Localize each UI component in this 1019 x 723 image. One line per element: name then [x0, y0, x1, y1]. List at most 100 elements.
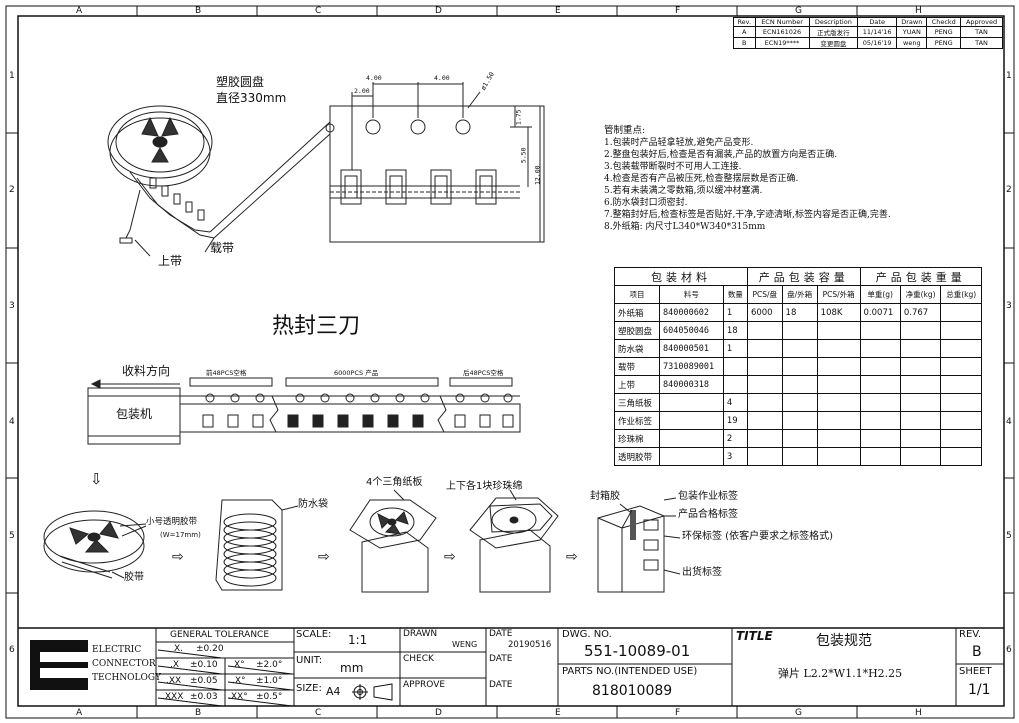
- size-label: SIZE:: [296, 683, 322, 694]
- group-header-weight: 产品包装重量: [859, 267, 983, 286]
- rev-label: REV.: [959, 629, 981, 640]
- reel-label-diameter: 直径330mm: [216, 91, 287, 105]
- table-cell: 变更圆盘: [808, 37, 859, 49]
- col-marker-g-bottom: G: [795, 708, 802, 718]
- seal-tape-label: 封箱胶: [590, 491, 620, 502]
- table-cell: [940, 321, 982, 340]
- table-header-row: 项目 料号 数量 PCS/盘 盘/外箱 PCS/外箱 单重(g) 净重(kg) …: [614, 285, 982, 304]
- table-cell: 1: [722, 303, 748, 322]
- table-cell: 0.767: [899, 303, 942, 322]
- table-cell: 6000: [746, 303, 783, 322]
- table-cell: [781, 375, 818, 394]
- table-cell: [899, 321, 942, 340]
- table-row: 载带 7310089001: [614, 357, 982, 376]
- drawn-label: DRAWN: [403, 629, 438, 639]
- list-item: 2.整盘包装好后,检查是否有漏装,产品的放置方向是否正确.: [604, 149, 838, 160]
- table-cell: [899, 375, 942, 394]
- col-marker-d-bottom: D: [435, 708, 442, 718]
- group-header-capacity: 产品包装容量: [746, 267, 861, 286]
- table-cell: [658, 429, 724, 448]
- col-marker-f: F: [675, 6, 681, 16]
- drawn-header: Drawn: [896, 17, 928, 27]
- table-cell: TAN: [960, 26, 1003, 38]
- table-cell: PENG: [926, 37, 962, 49]
- tol-x1-value: ±0.10: [190, 660, 218, 670]
- group-header-materials: 包装材料: [614, 267, 748, 286]
- waterproof-bag-label: 防水袋: [298, 499, 328, 510]
- table-cell: [781, 321, 818, 340]
- table-cell: ECN161026: [754, 26, 810, 38]
- step-arrow-icon: ⇨: [172, 549, 184, 565]
- table-row: 珍珠棉 2: [614, 429, 982, 448]
- tol-x1-label: .X: [170, 660, 180, 670]
- col-marker-f-bottom: F: [675, 708, 681, 718]
- size-value: A4: [326, 685, 341, 698]
- tol-x-value: ±0.20: [196, 644, 224, 654]
- table-cell: 7310089001: [658, 357, 724, 376]
- table-cell: TAN: [960, 37, 1003, 49]
- table-cell: 防水袋: [614, 339, 660, 358]
- table-cell: [940, 447, 982, 466]
- dwg-no-label: DWG. NO.: [562, 629, 612, 640]
- rear-empty-label: 后48PCS空格: [463, 369, 504, 377]
- table-cell: [781, 393, 818, 412]
- list-item: 8.外纸箱: 内尺寸L340*W340*315mm: [604, 221, 766, 232]
- table-row: 防水袋 840000501 1: [614, 339, 982, 358]
- company-name-line-2: CONNECTOR: [92, 659, 156, 669]
- table-cell: ECN19****: [754, 37, 810, 49]
- column-header: PCS/外箱: [816, 285, 861, 304]
- row-marker-3: 3: [9, 301, 15, 311]
- row-marker-4: 4: [9, 417, 15, 427]
- table-cell: [746, 393, 783, 412]
- table-cell: [899, 447, 942, 466]
- col-marker-h: H: [915, 6, 922, 16]
- step-arrow-icon: ⇨: [318, 549, 330, 565]
- table-row: B ECN19**** 变更圆盘 05/16'19 weng PENG TAN: [733, 37, 1003, 49]
- date-label-approve: DATE: [489, 680, 513, 690]
- table-cell: 透明胶带: [614, 447, 660, 466]
- table-cell: [746, 375, 783, 394]
- table-cell: [899, 339, 942, 358]
- col-marker-e: E: [555, 6, 561, 16]
- table-cell: [899, 429, 942, 448]
- small-tape-width: (W=17mm): [160, 531, 201, 539]
- col-marker-h-bottom: H: [915, 708, 922, 718]
- ang-2-label: .X°: [232, 676, 246, 686]
- table-row: 外纸箱 840000602 1 6000 18 108K 0.0071 0.76…: [614, 303, 982, 322]
- table-cell: [859, 411, 901, 430]
- table-cell: 0.0071: [859, 303, 901, 322]
- table-cell: 2: [722, 429, 748, 448]
- title-label: TITLE: [736, 629, 773, 643]
- table-cell: 3: [722, 447, 748, 466]
- table-row: 塑胶圆盘 604050046 18: [614, 321, 982, 340]
- date-header: Date: [857, 17, 898, 27]
- table-cell: [746, 357, 783, 376]
- dim-center: 5.50: [519, 147, 528, 164]
- table-cell: [781, 357, 818, 376]
- table-cell: 05/16'19: [857, 37, 898, 49]
- date-label-check: DATE: [489, 654, 513, 664]
- table-cell: 108K: [816, 303, 861, 322]
- table-cell: 作业标签: [614, 411, 660, 430]
- rev-value: B: [972, 644, 982, 660]
- table-cell: 19: [722, 411, 748, 430]
- column-header: 总重(kg): [940, 285, 982, 304]
- table-cell: [746, 411, 783, 430]
- list-item: 5.若有未装满之零数箱,须以缓冲材塞满.: [604, 185, 763, 196]
- dwg-no-value: 551-10089-01: [584, 642, 691, 660]
- ang-3-label: .XX°: [228, 692, 248, 702]
- table-cell: 4: [722, 393, 748, 412]
- table-cell: [816, 393, 861, 412]
- table-cell: [940, 429, 982, 448]
- sheet-value: 1/1: [968, 682, 991, 698]
- packaging-table: 包装材料 产品包装容量 产品包装重量 项目 料号 数量 PCS/盘 盘/外箱 P…: [614, 267, 983, 466]
- title-block-grid: [18, 627, 1004, 707]
- ang-1-label: X°: [234, 660, 245, 670]
- table-cell: [859, 375, 901, 394]
- tolerance-title: GENERAL TOLERANCE: [170, 630, 270, 640]
- table-cell: 载带: [614, 357, 660, 376]
- qc-label-label: 产品合格标签: [678, 509, 738, 520]
- row-marker-4-right: 4: [1006, 417, 1012, 427]
- tol-x2-value: ±0.05: [190, 676, 218, 686]
